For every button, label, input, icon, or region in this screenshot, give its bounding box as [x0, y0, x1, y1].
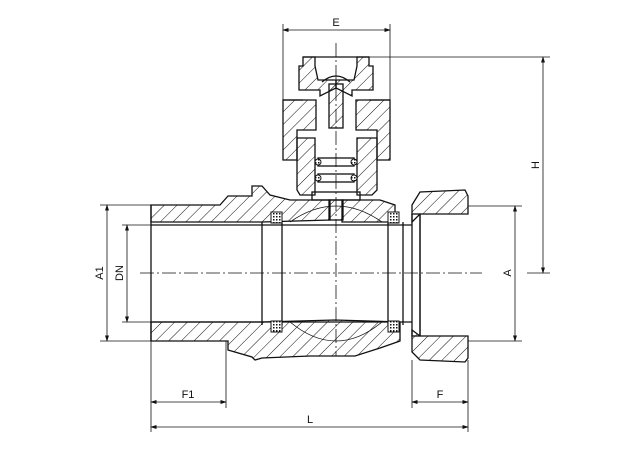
dimension-F1: F1: [150, 341, 227, 432]
dimension-H: H: [303, 56, 550, 274]
label-A: A: [502, 269, 514, 277]
label-L: L: [307, 414, 313, 426]
dimension-DN: DN: [114, 224, 151, 323]
seat-seal: [270, 211, 283, 224]
label-H: H: [530, 161, 542, 169]
label-DN: DN: [114, 265, 126, 281]
bonnet: [296, 137, 378, 201]
label-A1: A1: [94, 266, 106, 279]
dimension-F: F: [411, 360, 469, 432]
seat-seal: [387, 211, 400, 224]
seat-seal: [387, 320, 400, 333]
label-F: F: [437, 389, 444, 401]
seat-seal: [270, 320, 283, 333]
dimension-A1: A1: [94, 204, 151, 342]
dimension-L: L: [150, 414, 469, 429]
label-F1: F1: [182, 389, 195, 401]
dimension-A: A: [468, 205, 522, 342]
valve-body: [150, 185, 469, 363]
label-E: E: [332, 17, 339, 29]
dimension-E: E: [282, 17, 391, 100]
